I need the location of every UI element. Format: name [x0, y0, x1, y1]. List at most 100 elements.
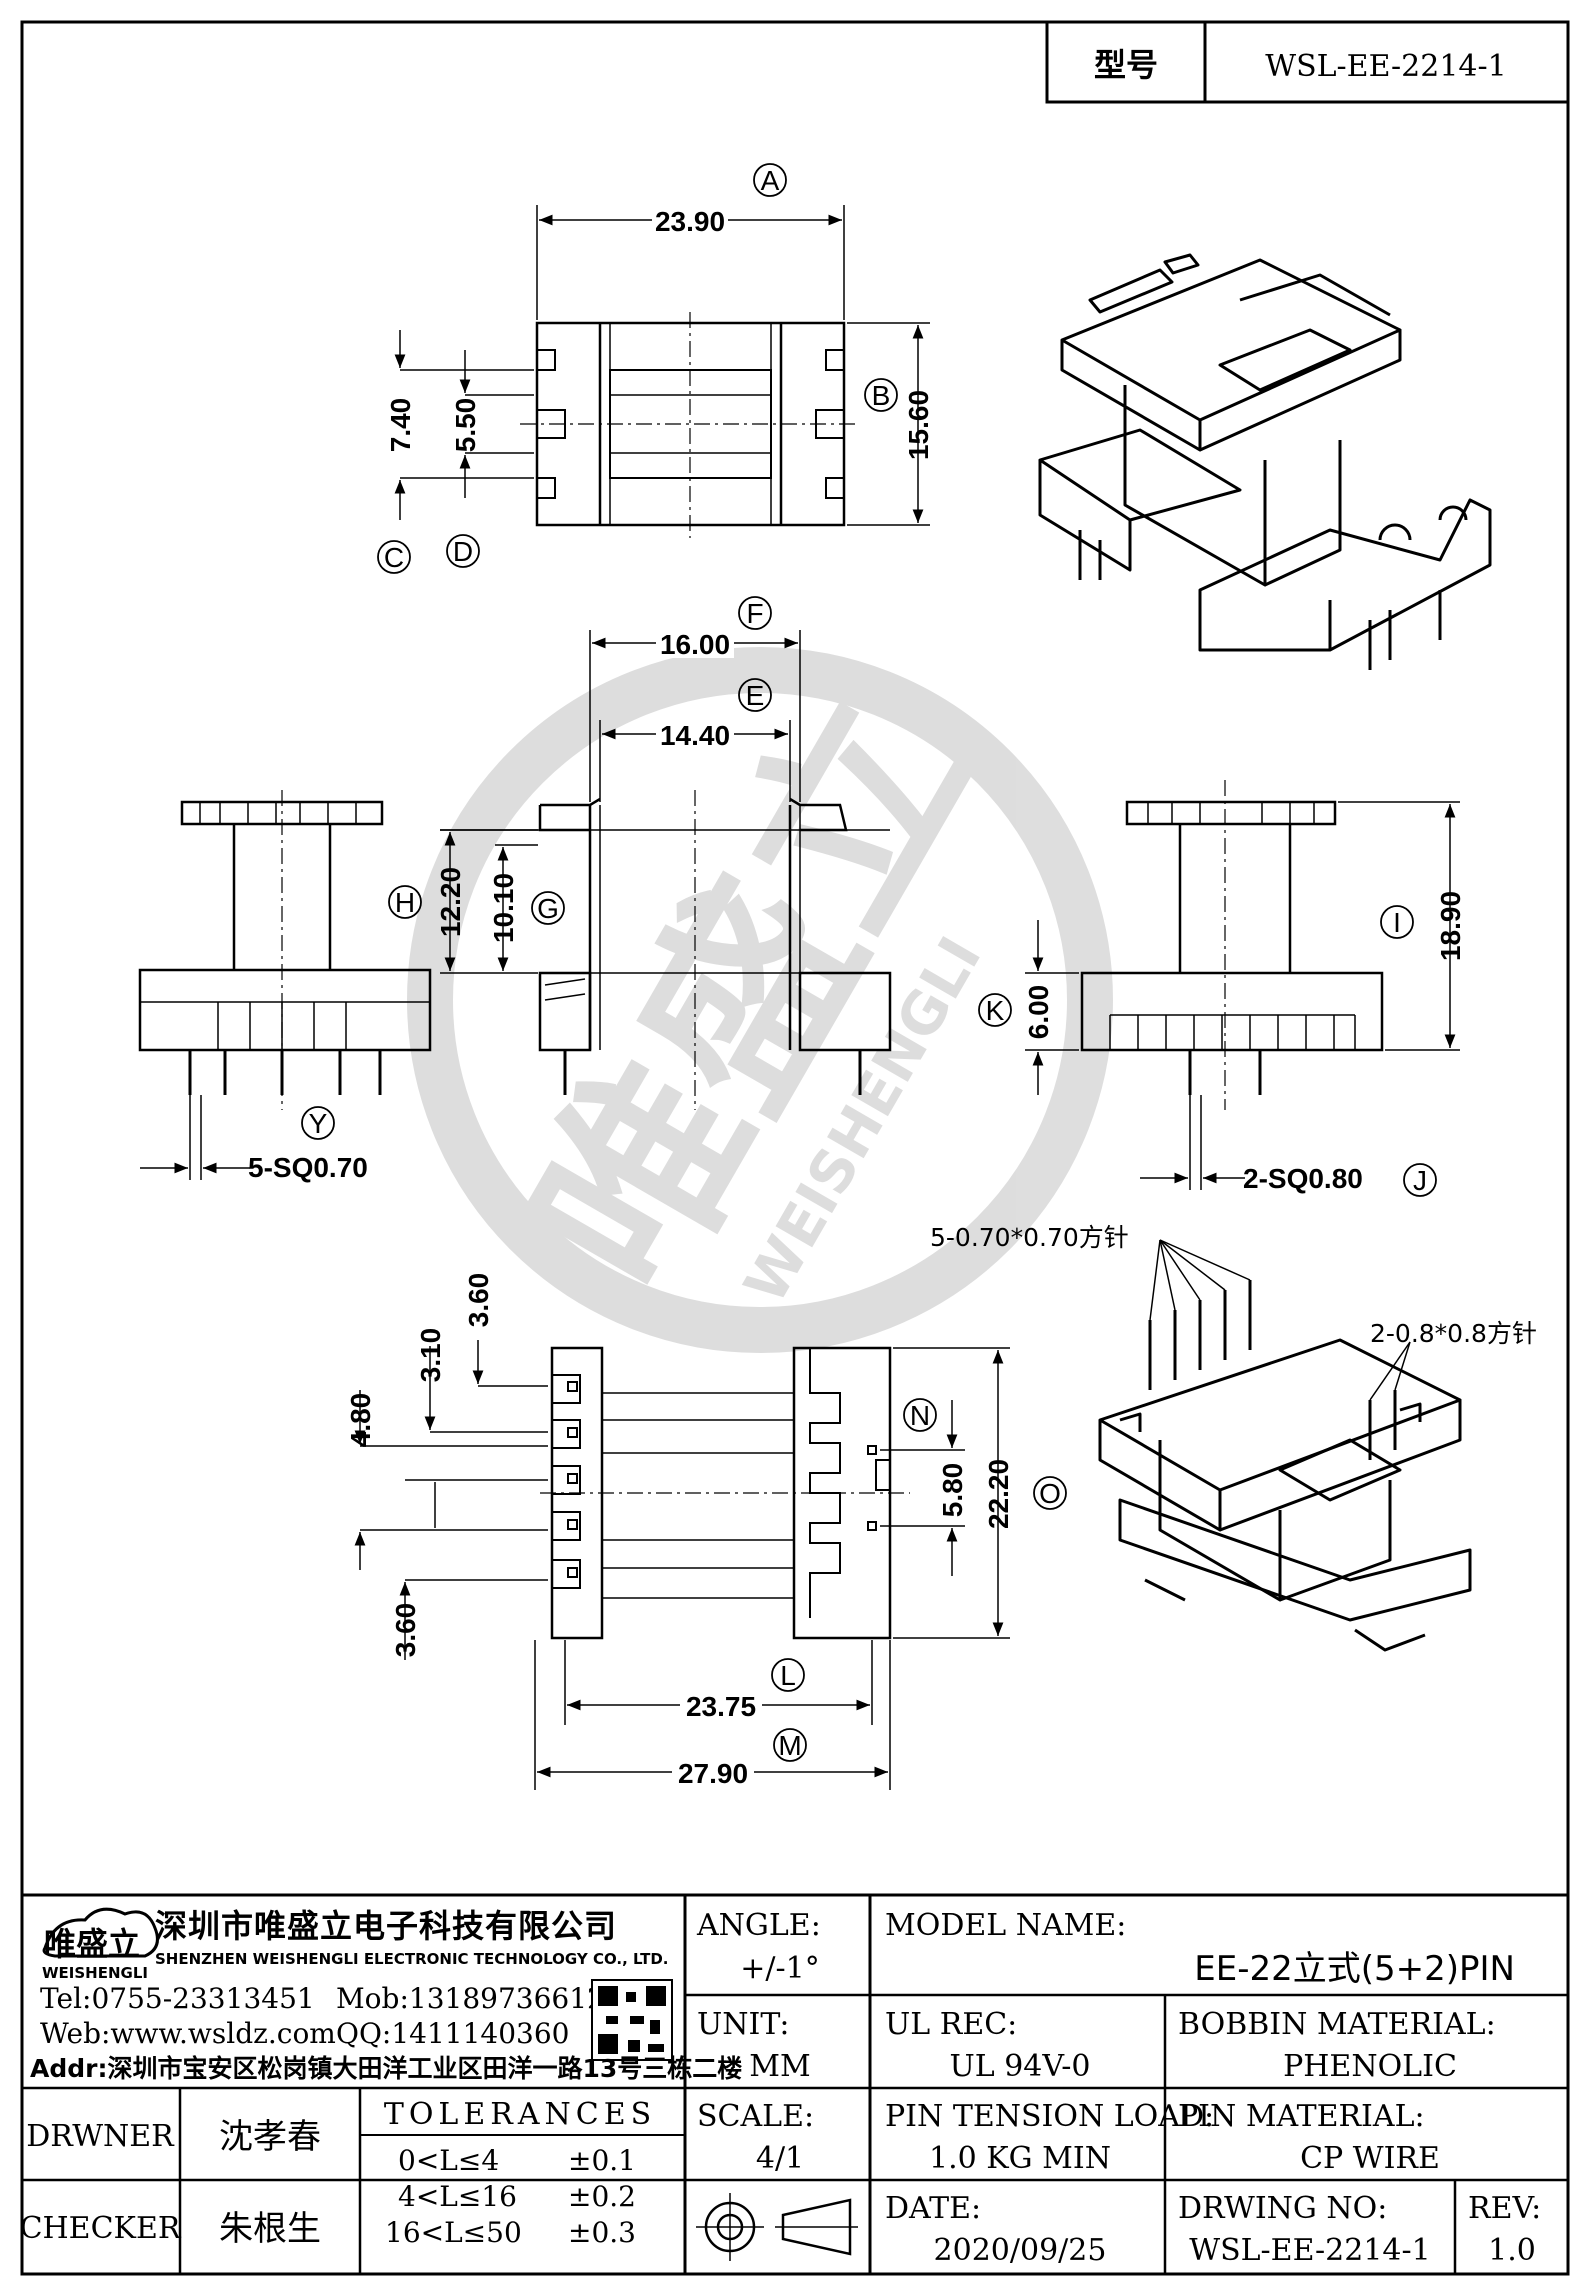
part-number-box: 型号 WSL-EE-2214-1	[1045, 22, 1568, 104]
company-logo: 唯盛立 WEISHENGLI	[42, 1907, 159, 1982]
company-name-en: SHENZHEN WEISHENGLI ELECTRONIC TECHNOLOG…	[155, 1950, 668, 1968]
dim-K: 6.00	[1023, 985, 1054, 1040]
angle-label: ANGLE:	[696, 1908, 821, 1943]
angle-value: +/-1°	[740, 1951, 819, 1986]
dim-C: 7.40	[385, 398, 416, 453]
ul-value: UL 94V-0	[949, 2049, 1090, 2084]
svg-text:I: I	[1393, 907, 1401, 938]
pin-note-leaders	[1149, 1239, 1411, 1401]
callout-H: H	[388, 885, 422, 919]
dim-pitch-1: 3.60	[463, 1273, 494, 1328]
dim-pitch-3: 4.80	[345, 1393, 376, 1448]
pin-material-value: CP WIRE	[1300, 2141, 1440, 2176]
dim-Y: 5-SQ0.70	[248, 1152, 368, 1183]
callout-C: C	[377, 540, 411, 574]
svg-text:Y: Y	[309, 1108, 328, 1139]
scale-label: SCALE:	[697, 2099, 814, 2134]
company-name-cn: 深圳市唯盛立电子科技有限公司	[155, 1907, 617, 1945]
dim-J: 2-SQ0.80	[1243, 1163, 1363, 1194]
iso-view-top	[1038, 253, 1492, 670]
dim-O: 22.20	[983, 1459, 1014, 1529]
company-web: Web:www.wsldz.com	[40, 2017, 336, 2050]
pin-material-label: PIN MATERIAL:	[1178, 2099, 1425, 2134]
callout-E: E	[738, 678, 772, 712]
company-qq: QQ:1411140360	[336, 2017, 570, 2050]
svg-text:A: A	[761, 165, 780, 196]
title-block-grid	[22, 1893, 1568, 2274]
drawer-label: DRWNER	[26, 2119, 175, 2154]
dim-G: 10.10	[488, 873, 519, 943]
svg-text:G: G	[537, 893, 559, 924]
revision-label: REV:	[1468, 2191, 1541, 2226]
svg-text:J: J	[1413, 1165, 1427, 1196]
callout-F: F	[738, 596, 772, 630]
tol-value-0: ±0.1	[568, 2144, 636, 2177]
tol-value-1: ±0.2	[568, 2180, 636, 2213]
bottom-view-dim-text: 23.75 27.90 22.20 5.80 3.60 3.10 4.80 3.…	[345, 1273, 1014, 1789]
model-value: EE-22立式(5+2)PIN	[1194, 1949, 1515, 1989]
svg-text:M: M	[778, 1730, 801, 1761]
dim-A: 23.90	[655, 206, 725, 237]
date-label: DATE:	[885, 2191, 981, 2226]
svg-text:O: O	[1039, 1478, 1061, 1509]
callout-Y: Y	[301, 1106, 335, 1140]
side-view	[1080, 780, 1384, 1110]
bottom-view	[540, 1346, 910, 1640]
bobbin-label: BOBBIN MATERIAL:	[1178, 2007, 1496, 2042]
callouts: A B C D F E H G I K J Y N O L M	[301, 163, 1437, 1762]
sheet-border	[20, 20, 1570, 2276]
drawing-number-label: DRWING NO:	[1178, 2191, 1387, 2226]
dim-M: 27.90	[678, 1758, 748, 1789]
drawer-value: 沈孝春	[219, 2117, 321, 2157]
side-view-dimensions	[1025, 801, 1460, 1190]
logo-text: 唯盛立	[44, 1925, 140, 1963]
dim-pitch-4: 3.60	[390, 1603, 421, 1658]
top-view	[520, 312, 860, 538]
svg-text:N: N	[910, 1400, 930, 1431]
type-label: 型号	[1094, 46, 1158, 84]
iso-view-bottom	[1098, 1280, 1472, 1652]
drawing-number-value: WSL-EE-2214-1	[1189, 2233, 1431, 2268]
unit-label: UNIT:	[697, 2007, 789, 2042]
callout-D: D	[446, 534, 480, 568]
tension-label: PIN TENSION LOAD:	[885, 2099, 1214, 2134]
svg-text:H: H	[395, 887, 415, 918]
ul-label: UL REC:	[885, 2007, 1017, 2042]
unit-value: MM	[749, 2049, 810, 2084]
callout-G: G	[531, 891, 565, 925]
front-view-left	[138, 790, 432, 1180]
tension-value: 1.0 KG MIN	[929, 2141, 1111, 2176]
callout-O: O	[1033, 1476, 1067, 1510]
checker-label: CHECKER	[20, 2211, 182, 2246]
callout-A: A	[753, 163, 787, 197]
dim-pitch-2: 3.10	[415, 1328, 446, 1383]
projection-symbol-icon	[696, 2193, 858, 2261]
bottom-view-dimensions	[354, 1340, 1010, 1790]
checker-value: 朱根生	[219, 2209, 321, 2249]
dim-L: 23.75	[686, 1691, 756, 1722]
dim-E: 14.40	[660, 720, 730, 751]
pin-note-primary: 5-0.70*0.70方针	[930, 1223, 1129, 1252]
dim-F: 16.00	[660, 629, 730, 660]
callout-N: N	[903, 1398, 937, 1432]
dim-N: 5.80	[937, 1463, 968, 1518]
tol-range-2: 16<L≤50	[385, 2216, 522, 2249]
date-value: 2020/09/25	[934, 2233, 1107, 2268]
tolerances-label: TOLERANCES	[384, 2097, 656, 2132]
tol-value-2: ±0.3	[568, 2216, 636, 2249]
callout-B: B	[864, 378, 898, 412]
svg-text:K: K	[986, 995, 1005, 1026]
svg-text:F: F	[746, 598, 763, 629]
side-view-dim-text: 18.90 6.00 2-SQ0.80	[1023, 891, 1466, 1194]
dim-B: 15.60	[903, 390, 934, 460]
top-view-dim-text: 23.90 15.60 7.40 5.50	[385, 204, 934, 460]
part-number: WSL-EE-2214-1	[1265, 49, 1507, 84]
company-mob: Mob:13189736612	[336, 1982, 605, 2015]
callout-J: J	[1403, 1163, 1437, 1197]
bobbin-value: PHENOLIC	[1283, 2049, 1457, 2084]
model-label: MODEL NAME:	[885, 1908, 1126, 1943]
callout-M: M	[773, 1728, 807, 1762]
svg-text:D: D	[453, 536, 473, 567]
qr-code	[591, 1979, 673, 2061]
